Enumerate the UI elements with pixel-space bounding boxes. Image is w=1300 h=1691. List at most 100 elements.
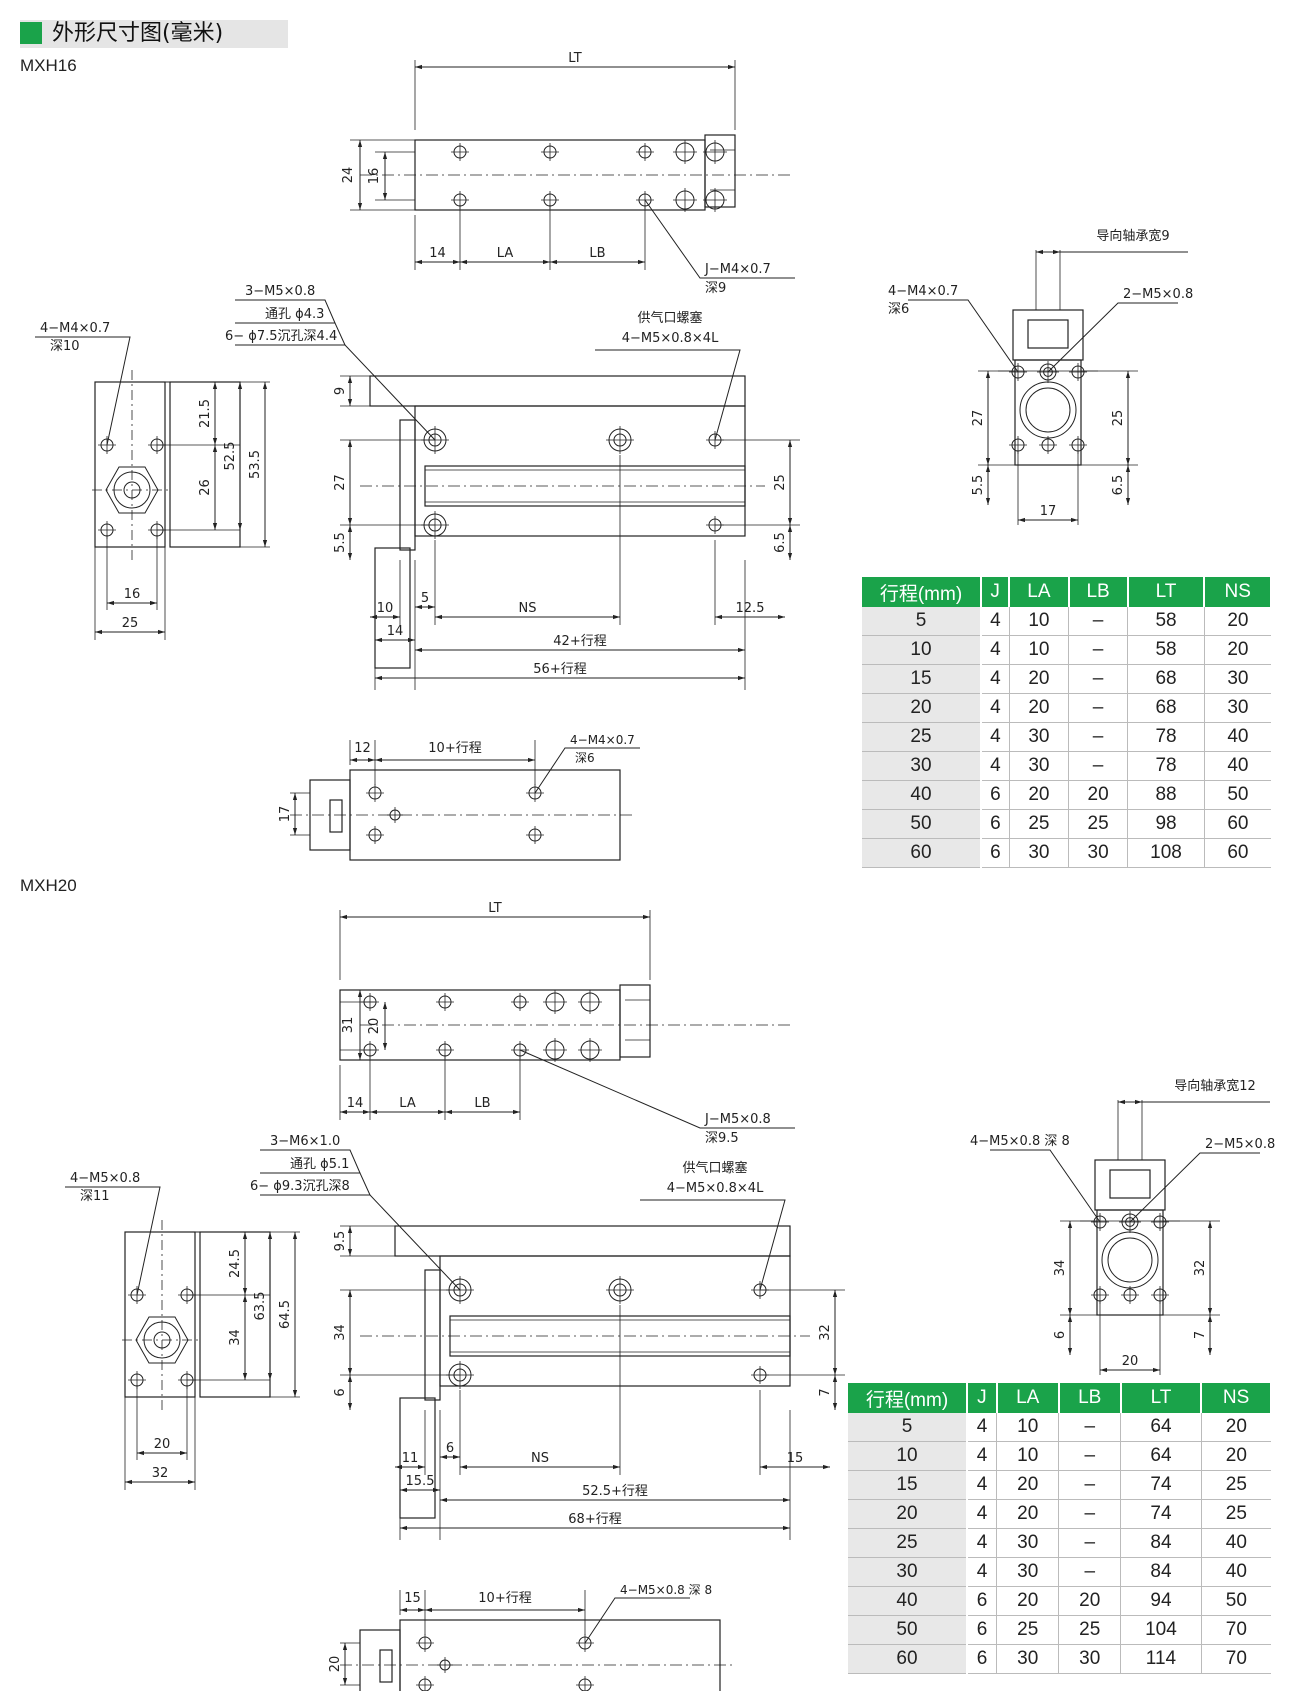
table-cell: 50 xyxy=(1201,1586,1271,1616)
table-cell: 10 xyxy=(862,635,982,665)
dimension-label: 32 xyxy=(152,1466,169,1481)
leader-line xyxy=(908,299,1019,373)
dimension-label: 24 xyxy=(341,167,356,184)
leader-line xyxy=(260,1194,461,1291)
outline xyxy=(1027,319,1069,349)
col-header: J xyxy=(967,1383,998,1413)
dimension-label: 15 xyxy=(404,1591,421,1606)
outline xyxy=(1012,309,1084,361)
table-cell: – xyxy=(1068,751,1129,781)
table-cell: 4 xyxy=(967,1528,998,1558)
table-cell: 4 xyxy=(967,1499,998,1529)
outline xyxy=(379,1649,393,1683)
table-cell: 58 xyxy=(1127,607,1205,636)
col-header: LB xyxy=(1068,577,1129,607)
dimension-label: 27 xyxy=(971,410,986,427)
table-cell: 20 xyxy=(1058,1586,1122,1616)
table-cell: 108 xyxy=(1127,838,1205,868)
dimension-label: 深11 xyxy=(80,1189,110,1204)
outline xyxy=(124,1231,196,1398)
dimension-label: LA xyxy=(497,246,514,261)
dimension-label: 21.5 xyxy=(198,399,213,428)
table-cell: 30 xyxy=(1009,751,1070,781)
table-cell: 6 xyxy=(981,780,1010,810)
table-cell: – xyxy=(1058,1441,1122,1471)
leader-line xyxy=(640,1199,786,1291)
dimension-label: 6− ϕ7.5沉孔深4.4 xyxy=(225,329,337,344)
dimension-label: 10 xyxy=(377,601,394,616)
table-cell: 20 xyxy=(1201,1413,1271,1442)
col-header: J xyxy=(981,577,1011,607)
table-cell: 94 xyxy=(1120,1586,1202,1616)
dimension-label: 导向轴承宽12 xyxy=(1174,1078,1256,1094)
table-cell: 5 xyxy=(862,607,982,636)
leader-line xyxy=(65,1186,161,1296)
col-header: 行程(mm) xyxy=(862,577,982,607)
leader-line xyxy=(584,1597,690,1644)
col-header: NS xyxy=(1204,577,1272,607)
dimension-label: 16 xyxy=(367,168,382,185)
dimension-label: 34 xyxy=(228,1329,243,1346)
dimension-label: 2−M5×0.8 xyxy=(1123,287,1193,302)
dimension-label: 20 xyxy=(367,1018,382,1035)
dimension-label: 4−M5×0.8×4L xyxy=(667,1181,764,1196)
col-header: LB xyxy=(1058,1383,1122,1413)
table-cell: 25 xyxy=(1068,809,1129,839)
dimension-label: 56+行程 xyxy=(533,662,586,677)
dimension-label: 7 xyxy=(818,1388,833,1396)
outline xyxy=(414,405,746,537)
table-cell: – xyxy=(1068,664,1129,694)
table-cell: 84 xyxy=(1120,1528,1202,1558)
dimension-label: 25 xyxy=(773,474,788,491)
table-cell: 114 xyxy=(1120,1644,1202,1674)
dimension-label: 17 xyxy=(1040,504,1057,519)
table-cell: 10 xyxy=(848,1441,968,1471)
table-cell: 40 xyxy=(1204,722,1271,752)
dimension-label: 15 xyxy=(787,1451,804,1466)
col-header: LA xyxy=(996,1383,1060,1413)
dimension-label: 53.5 xyxy=(248,450,263,479)
header-title: 外形尺寸图(毫米) xyxy=(52,21,224,46)
model-label-mxh16: MXH16 xyxy=(20,56,77,75)
table-cell: – xyxy=(1068,635,1129,665)
table-cell: 25 xyxy=(1058,1615,1122,1645)
table-cell: 30 xyxy=(1068,838,1129,868)
table-cell: 68 xyxy=(1127,693,1205,723)
leader-line xyxy=(644,199,795,279)
table-cell: 50 xyxy=(1204,780,1271,810)
table-cell: 6 xyxy=(967,1644,998,1674)
table-cell: 20 xyxy=(1009,664,1070,694)
outline xyxy=(399,419,416,551)
table-cell: 30 xyxy=(1204,664,1271,694)
dimension-label: 5.5 xyxy=(971,475,986,496)
table-cell: 40 xyxy=(1201,1528,1271,1558)
outline xyxy=(399,1619,721,1691)
dimension-label: 导向轴承宽9 xyxy=(1096,228,1169,244)
dimension-label: 52.5 xyxy=(223,442,238,471)
table-cell: 84 xyxy=(1120,1557,1202,1587)
table-cell: 60 xyxy=(1204,838,1271,868)
col-header: LT xyxy=(1120,1383,1203,1413)
dimension-label: 10+行程 xyxy=(428,741,481,756)
outline xyxy=(704,134,736,208)
col-header: LA xyxy=(1009,577,1070,607)
dimension-label: 12 xyxy=(354,741,371,756)
leader-line xyxy=(35,336,131,446)
table-cell: 20 xyxy=(996,1470,1060,1500)
table-cell: – xyxy=(1058,1499,1122,1529)
dimension-label: 3−M5×0.8 xyxy=(245,284,315,299)
table-cell: – xyxy=(1058,1470,1122,1500)
dimension-label: 14 xyxy=(347,1096,364,1111)
outline xyxy=(369,375,746,407)
section-header: 外形尺寸图(毫米) xyxy=(20,20,288,48)
dimension-label: 32 xyxy=(818,1324,833,1341)
outline xyxy=(329,799,343,833)
table-cell: – xyxy=(1068,693,1129,723)
